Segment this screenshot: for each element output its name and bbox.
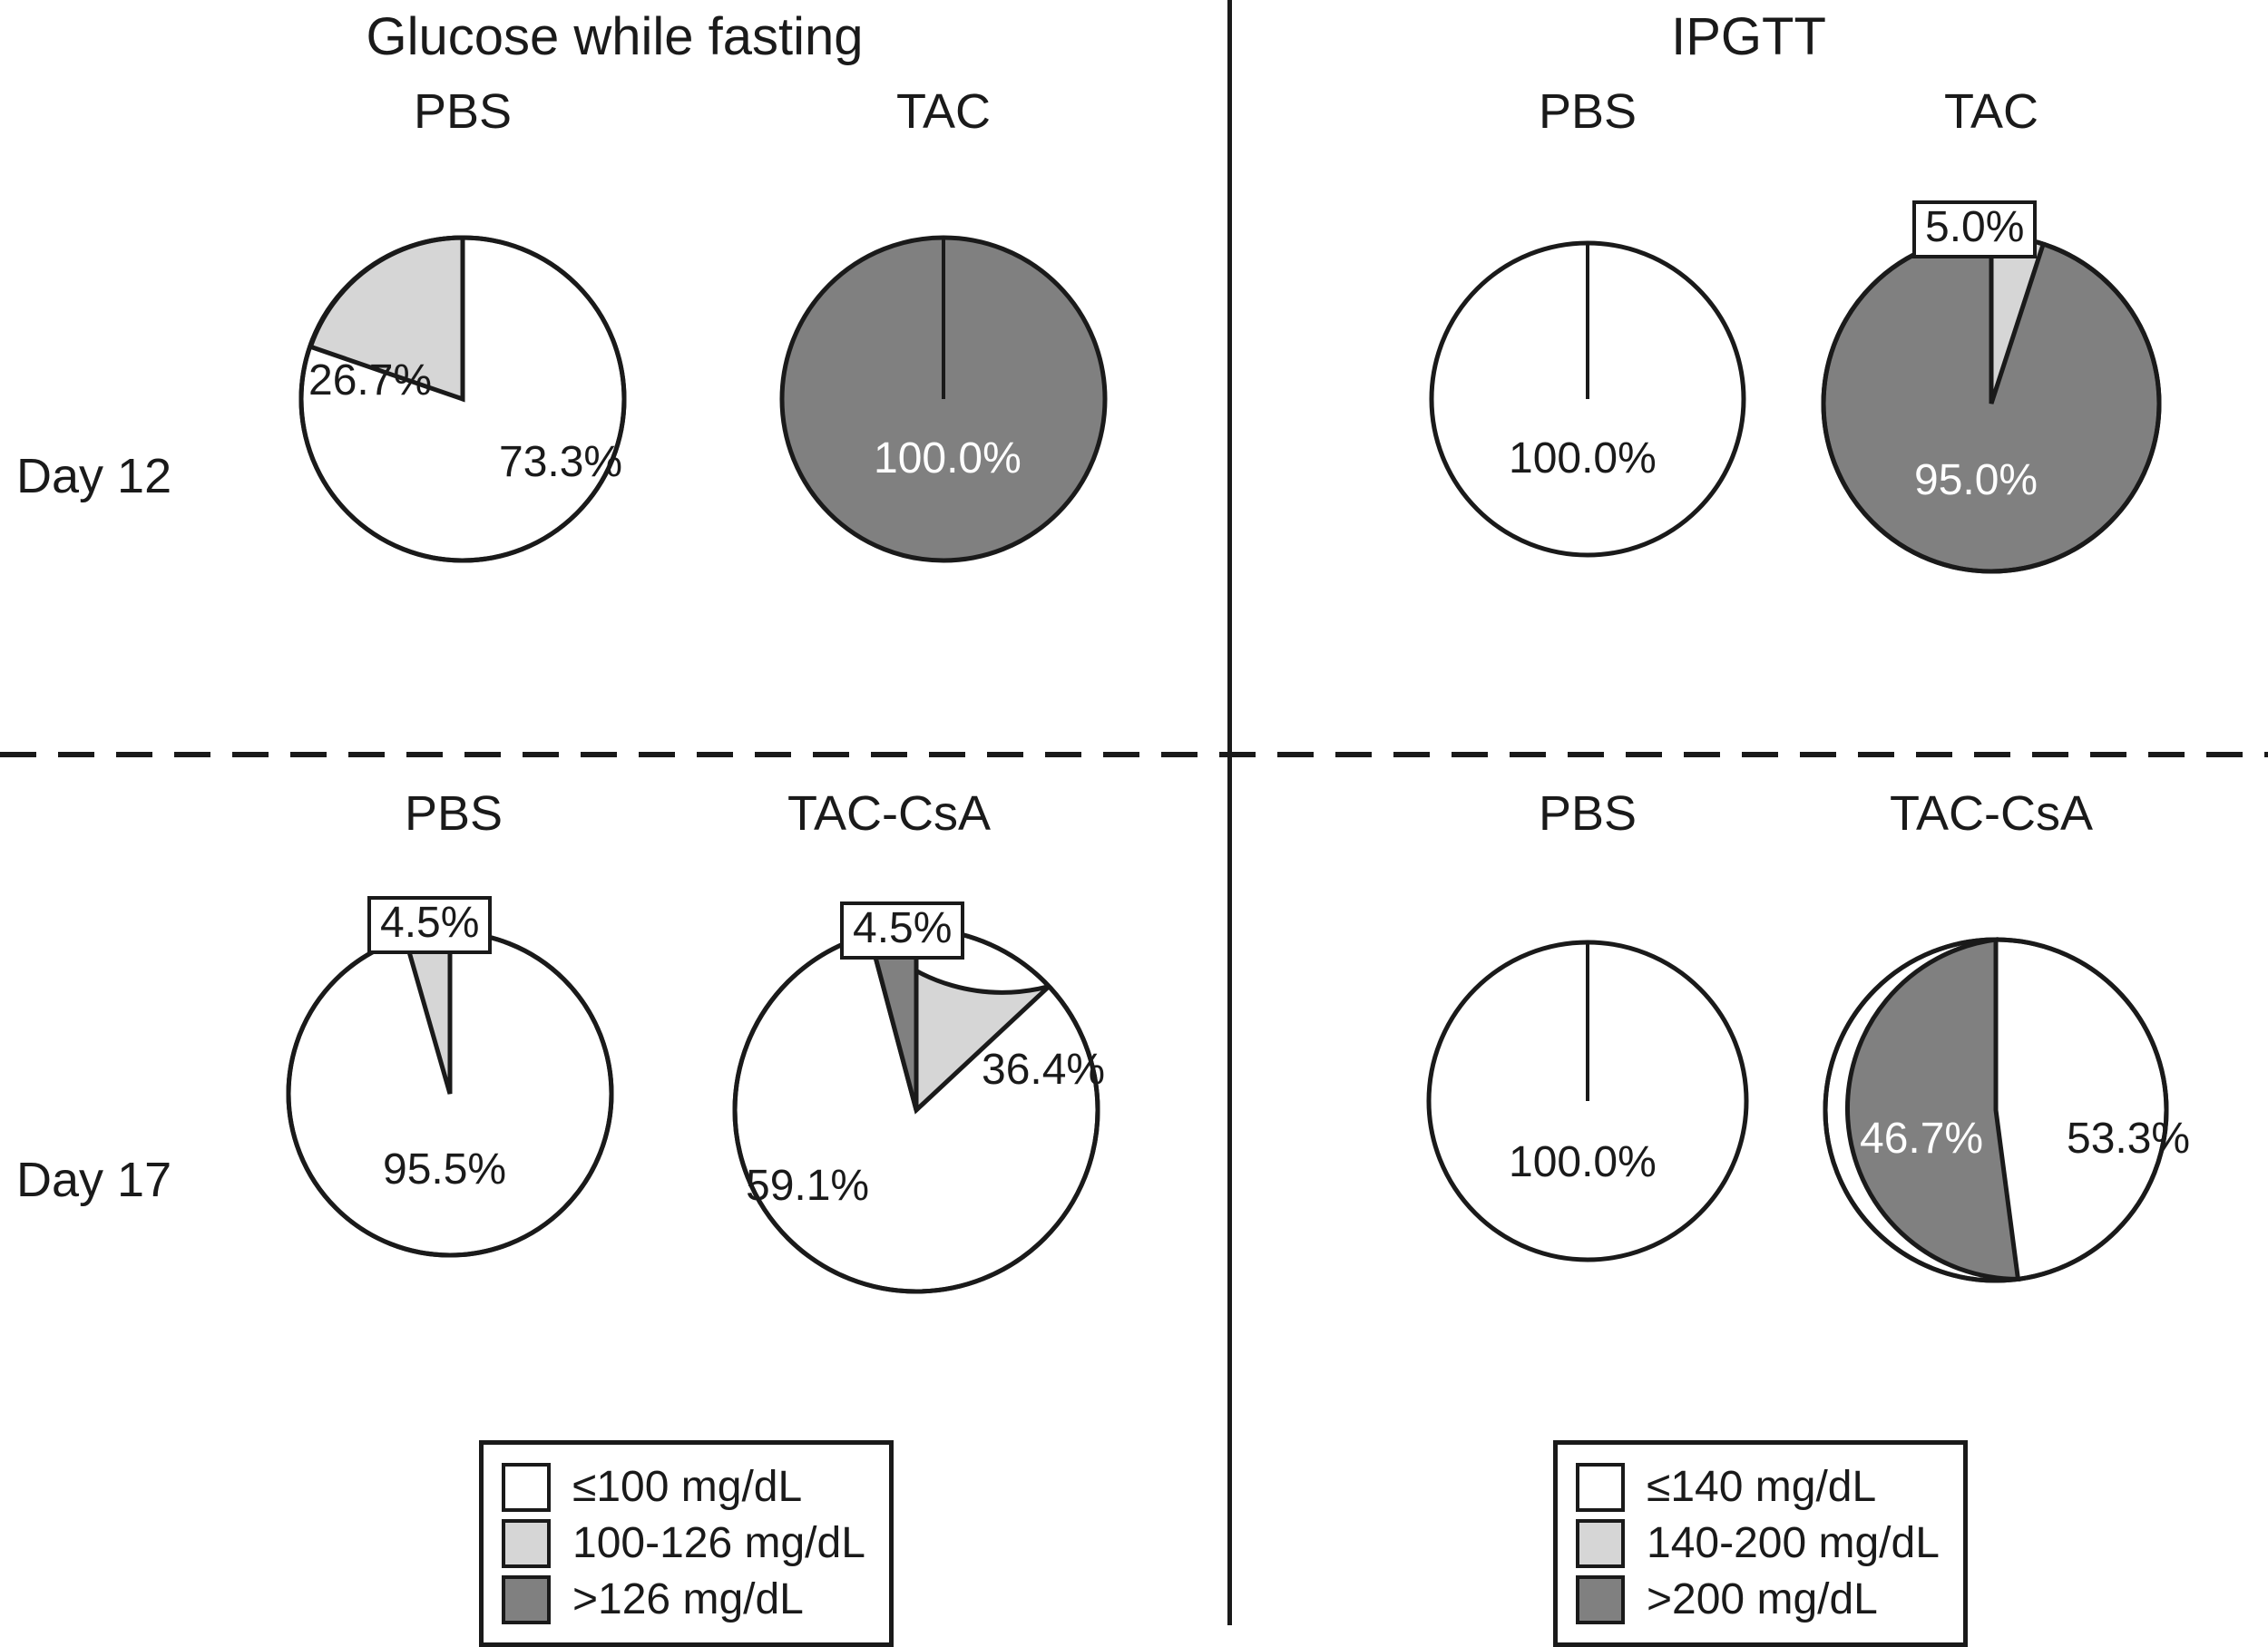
pie-group-label: TAC-CsA (787, 786, 991, 841)
slice-gt200 (1844, 937, 2021, 1282)
legend-swatch-white (1576, 1463, 1625, 1512)
row-label-day-17: Day 17 (16, 1153, 172, 1207)
legend-label: ≤100 mg/dL (572, 1463, 803, 1511)
pie-canvas (1288, 145, 1887, 653)
legend-label: 100-126 mg/dL (572, 1519, 865, 1567)
panel-title-ipgtt: IPGTT (1671, 7, 1826, 66)
legend-item: 100-126 mg/dL (502, 1515, 865, 1572)
pct-label-callout-light-gray: 5.0% (1912, 200, 2038, 258)
pct-label-callout-light-gray: 4.5% (367, 896, 493, 954)
legend-label: >126 mg/dL (572, 1575, 804, 1623)
pie-group-label: PBS (404, 786, 503, 841)
pie-chart-fasting-day12-tac (779, 235, 1108, 563)
pct-label-white: 73.3% (499, 438, 623, 486)
legend-label: 140-200 mg/dL (1647, 1519, 1940, 1567)
pie-group-label: PBS (1538, 786, 1637, 841)
pie-group-label: PBS (1538, 84, 1637, 139)
legend-item: 140-200 mg/dL (1576, 1515, 1940, 1572)
legend-fasting: ≤100 mg/dL 100-126 mg/dL >126 mg/dL (479, 1440, 894, 1647)
legend-swatch-white (502, 1463, 551, 1512)
pct-label-white: 100.0% (1509, 1138, 1657, 1186)
pie-group-label: TAC-CsA (1890, 786, 2093, 841)
pie-canvas (1751, 847, 2268, 1391)
pie-chart-ipgtt-day17-pbs (1426, 940, 1749, 1262)
pie-cell-fasting-day12-tac: TAC 100.0% (617, 87, 1270, 668)
pct-label-light-gray: 26.7% (308, 356, 433, 404)
pie-canvas (608, 847, 1243, 1391)
pie-group-label: TAC (1944, 84, 2038, 139)
legend-swatch-dark-gray (502, 1575, 551, 1624)
legend-label: ≤140 mg/dL (1647, 1463, 1877, 1511)
pie-cell-ipgtt-day17-taccsa: TAC-CsA 46.7% 53.3% (1751, 789, 2268, 1388)
pie-chart-ipgtt-day12-pbs (1429, 240, 1746, 558)
legend-swatch-dark-gray (1576, 1575, 1625, 1624)
pie-cell-fasting-day12-pbs: PBS 26.7% 73.3% (136, 87, 789, 668)
pct-label-white: 100.0% (1509, 434, 1657, 482)
pie-cell-fasting-day17-pbs: PBS 4.5% 95.5% (136, 789, 771, 1369)
pct-label-dark-gray: 100.0% (874, 434, 1022, 482)
pie-cell-ipgtt-day12-tac: TAC 5.0% 95.0% (1751, 87, 2268, 668)
pie-chart-ipgtt-day17-taccsa (1823, 937, 2169, 1283)
pie-chart-fasting-day17-taccsa (732, 926, 1100, 1294)
legend-item: ≤100 mg/dL (502, 1459, 865, 1515)
legend-item: ≤140 mg/dL (1576, 1459, 1940, 1515)
pie-canvas (136, 145, 789, 653)
legend-item: >200 mg/dL (1576, 1572, 1940, 1628)
pct-label-white: 95.5% (383, 1145, 507, 1194)
legend-swatch-light-gray (1576, 1519, 1625, 1568)
pct-label-dark-gray: 46.7% (1860, 1115, 1984, 1163)
pie-cell-ipgtt-day12-pbs: PBS 100.0% (1288, 87, 1887, 668)
horizontal-dashed-divider (0, 752, 2268, 757)
vertical-divider (1227, 0, 1232, 1625)
pct-label-white: 36.4% (982, 1046, 1106, 1094)
pie-canvas (1288, 847, 1887, 1355)
pct-label-white: 53.3% (2067, 1115, 2191, 1163)
pie-group-label: PBS (413, 84, 513, 139)
pie-group-label: TAC (896, 84, 991, 139)
pie-cell-fasting-day17-taccsa: TAC-CsA 4.5% 36.4% 59.1% (608, 789, 1243, 1388)
pct-label-callout-dark-gray: 4.5% (840, 901, 965, 960)
pie-canvas (617, 145, 1270, 653)
legend-ipgtt: ≤140 mg/dL 140-200 mg/dL >200 mg/dL (1553, 1440, 1968, 1647)
pct-label-dark-gray: 95.0% (1914, 456, 2038, 504)
legend-item: >126 mg/dL (502, 1572, 865, 1628)
legend-swatch-light-gray (502, 1519, 551, 1568)
pct-label-light-gray: 59.1% (746, 1162, 870, 1210)
pie-cell-ipgtt-day17-pbs: PBS 100.0% (1288, 789, 1887, 1369)
legend-label: >200 mg/dL (1647, 1575, 1878, 1623)
panel-title-fasting: Glucose while fasting (366, 7, 864, 66)
pie-chart-fasting-day12-pbs (298, 235, 627, 563)
row-label-day-12: Day 12 (16, 449, 172, 503)
